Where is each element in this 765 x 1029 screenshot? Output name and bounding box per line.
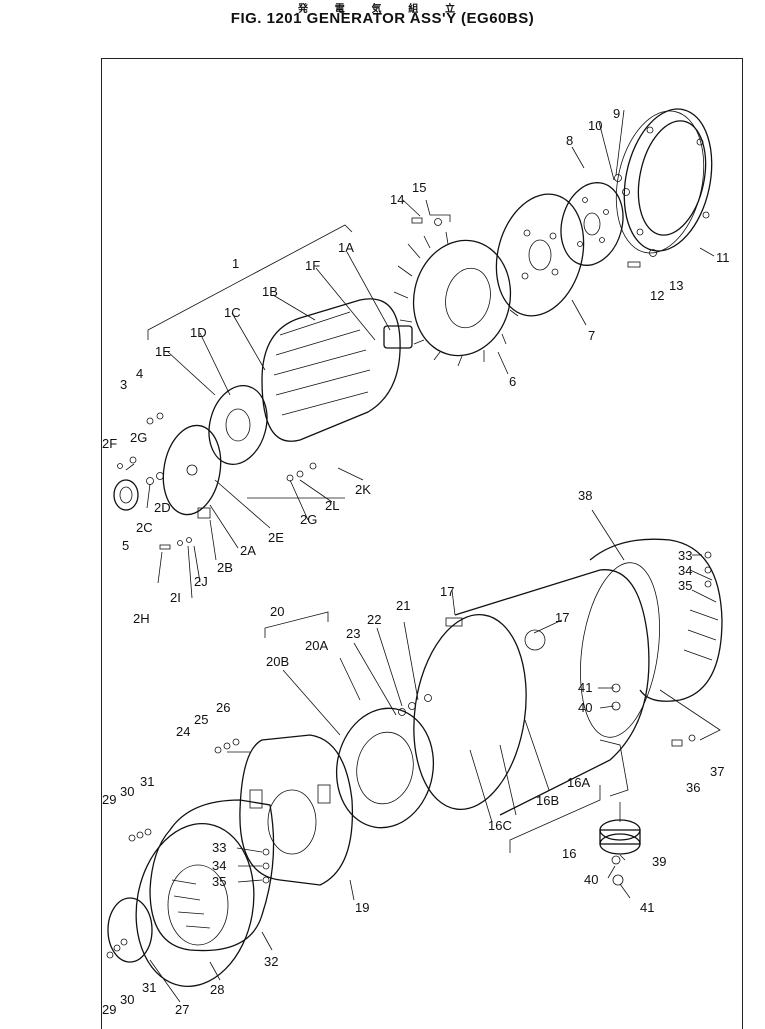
label-14: 14 bbox=[390, 192, 404, 207]
label-1D: 1D bbox=[190, 325, 207, 340]
label-2A: 2A bbox=[240, 543, 256, 558]
label-35-left: 35 bbox=[212, 874, 226, 889]
label-2B: 2B bbox=[217, 560, 233, 575]
label-27: 27 bbox=[175, 1002, 189, 1017]
label-41-upper: 41 bbox=[578, 680, 592, 695]
bearing bbox=[113, 479, 139, 511]
figure-title: FIG. 1201 GENERATOR ASS'Y (EG60BS) bbox=[230, 10, 535, 27]
label-2K: 2K bbox=[355, 482, 371, 497]
label-17-upper: 17 bbox=[440, 584, 454, 599]
label-2H: 2H bbox=[133, 611, 150, 626]
label-16B: 16B bbox=[536, 793, 559, 808]
label-35-right: 35 bbox=[678, 578, 692, 593]
label-2D: 2D bbox=[154, 500, 171, 515]
label-2E: 2E bbox=[268, 530, 284, 545]
label-1C: 1C bbox=[224, 305, 241, 320]
label-20B: 20B bbox=[266, 654, 289, 669]
label-1E: 1E bbox=[155, 344, 171, 359]
exciter-stator bbox=[335, 707, 435, 829]
label-29-lower: 29 bbox=[102, 1002, 116, 1017]
label-26: 26 bbox=[216, 700, 230, 715]
label-20: 20 bbox=[270, 604, 284, 619]
louvered-cover bbox=[149, 799, 275, 952]
label-25: 25 bbox=[194, 712, 208, 727]
label-1F: 1F bbox=[305, 258, 320, 273]
label-33-left: 33 bbox=[212, 840, 226, 855]
label-2F: 2F bbox=[102, 436, 117, 451]
rear-cover bbox=[589, 538, 723, 702]
label-15: 15 bbox=[412, 180, 426, 195]
label-32: 32 bbox=[264, 954, 278, 969]
label-36: 36 bbox=[686, 780, 700, 795]
label-28: 28 bbox=[210, 982, 224, 997]
label-40-upper: 40 bbox=[578, 700, 592, 715]
label-2C: 2C bbox=[136, 520, 153, 535]
label-30-lower: 30 bbox=[120, 992, 134, 1007]
label-2J: 2J bbox=[194, 574, 208, 589]
label-38: 38 bbox=[578, 488, 592, 503]
label-4: 4 bbox=[136, 366, 143, 381]
label-13: 13 bbox=[669, 278, 683, 293]
label-34-left: 34 bbox=[212, 858, 226, 873]
label-41-lower: 41 bbox=[640, 900, 654, 915]
label-29-upper: 29 bbox=[102, 792, 116, 807]
label-16: 16 bbox=[562, 846, 576, 861]
label-19: 19 bbox=[355, 900, 369, 915]
label-5: 5 bbox=[122, 538, 129, 553]
label-8: 8 bbox=[566, 133, 573, 148]
label-33-right: 33 bbox=[678, 548, 692, 563]
label-31-upper: 31 bbox=[140, 774, 154, 789]
label-2G-lower: 2G bbox=[300, 512, 317, 527]
label-7: 7 bbox=[588, 328, 595, 343]
rubber-mount bbox=[599, 802, 641, 855]
label-16C: 16C bbox=[488, 818, 512, 833]
end-bracket bbox=[239, 734, 354, 886]
label-9: 9 bbox=[613, 106, 620, 121]
label-1A: 1A bbox=[338, 240, 354, 255]
label-30-upper: 30 bbox=[120, 784, 134, 799]
label-6: 6 bbox=[509, 374, 516, 389]
label-1B: 1B bbox=[262, 284, 278, 299]
label-40-lower: 40 bbox=[584, 872, 598, 887]
header-kanji: 発 電 気 組 立 bbox=[297, 4, 468, 15]
cooling-fan bbox=[393, 231, 519, 367]
label-24: 24 bbox=[176, 724, 190, 739]
end-plate bbox=[162, 424, 222, 516]
label-3: 3 bbox=[120, 377, 127, 392]
label-10: 10 bbox=[588, 118, 602, 133]
label-17-right: 17 bbox=[555, 610, 569, 625]
adapter-ring bbox=[615, 108, 713, 254]
label-2I: 2I bbox=[170, 590, 181, 605]
label-20A: 20A bbox=[305, 638, 328, 653]
part-labels: 1 1A 1B 1C 1D 1E 1F 2A 2B 2C 2D 2E 2F 2G… bbox=[102, 106, 730, 1017]
hardware-items bbox=[106, 174, 712, 959]
label-37: 37 bbox=[710, 764, 724, 779]
diagram-frame bbox=[101, 58, 743, 1029]
label-12: 12 bbox=[650, 288, 664, 303]
label-39: 39 bbox=[652, 854, 666, 869]
label-34-right: 34 bbox=[678, 563, 692, 578]
label-1: 1 bbox=[232, 256, 239, 271]
label-23: 23 bbox=[346, 626, 360, 641]
label-21-upper: 21 bbox=[396, 598, 410, 613]
small-cover-plate bbox=[107, 897, 153, 963]
rotor-assembly bbox=[208, 298, 413, 465]
label-2G-upper: 2G bbox=[130, 430, 147, 445]
label-16A: 16A bbox=[567, 775, 590, 790]
label-22: 22 bbox=[367, 612, 381, 627]
label-2L: 2L bbox=[325, 498, 339, 513]
label-31-lower: 31 bbox=[142, 980, 156, 995]
flex-plate bbox=[495, 193, 585, 317]
end-cap bbox=[135, 822, 255, 988]
label-11: 11 bbox=[716, 250, 730, 265]
stator-housing bbox=[413, 562, 660, 816]
